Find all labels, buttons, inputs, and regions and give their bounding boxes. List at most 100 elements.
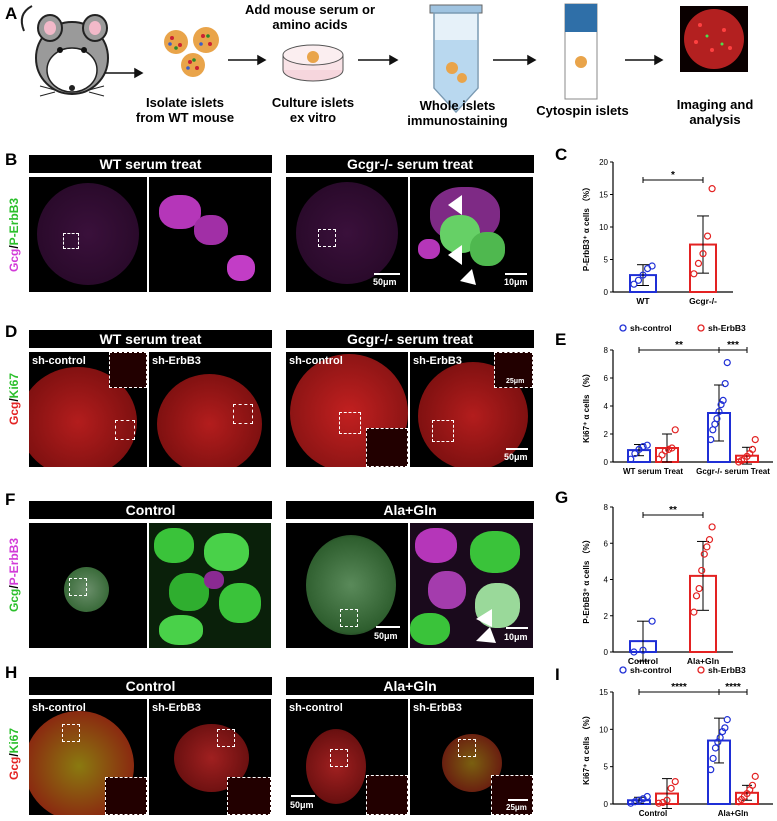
x-tick-label: Ala+Gln xyxy=(687,656,719,665)
banner-f-control: Control xyxy=(29,501,272,519)
data-point xyxy=(648,262,656,270)
micrograph-f-control-zoom xyxy=(149,523,271,648)
x-tick-label: Gcgr-/- xyxy=(689,296,717,306)
data-point xyxy=(748,445,757,453)
data-point xyxy=(708,523,716,531)
data-point xyxy=(643,792,651,801)
inset-zoom xyxy=(494,352,533,388)
data-point xyxy=(665,445,673,453)
data-point xyxy=(719,396,727,405)
y-tick-label: 6 xyxy=(604,539,609,548)
micrograph-h-control-sherbb3: sh-ErbB3 xyxy=(149,699,271,815)
zoom-box xyxy=(217,729,235,747)
banner-d-gcgr: Gcgr-/- serum treat xyxy=(286,330,534,348)
step-immunostain-label: Whole islets immunostaining xyxy=(407,98,508,128)
ylabel-row-h: Gcg/Ki67 xyxy=(7,727,21,780)
y-axis-label: P-ErbB3⁺ α cells （%） xyxy=(581,183,591,271)
data-point xyxy=(705,536,714,544)
scale-bar xyxy=(508,799,528,801)
data-point xyxy=(721,724,729,732)
zoom-box xyxy=(115,420,135,440)
data-point xyxy=(748,781,757,789)
panel-label-h: H xyxy=(5,663,18,682)
micrograph-h-alagln-shcontrol: sh-control 50μm xyxy=(286,699,408,815)
condition-label: sh-control xyxy=(289,702,343,714)
data-point xyxy=(751,772,759,780)
legend-marker xyxy=(619,324,627,332)
scale-label: 50μm xyxy=(373,277,397,287)
data-point xyxy=(723,358,731,367)
data-point xyxy=(703,543,711,551)
data-point xyxy=(703,232,712,240)
micrograph-h-control-shcontrol: sh-control xyxy=(29,699,147,815)
micrograph-b-gcgr-islet: 50μm xyxy=(286,177,408,292)
micrograph-f-alagln-islet: 50μm xyxy=(286,523,408,648)
y-axis-label: Ki67⁺ α cells （%） xyxy=(581,711,591,785)
ylabel-row-b: Gcg/P-ErbB3 xyxy=(7,197,21,272)
x-tick-label: Control xyxy=(639,809,667,818)
panel-label-f: F xyxy=(5,490,16,509)
x-tick-label: Control xyxy=(628,656,658,665)
scale-bar xyxy=(506,627,528,629)
sig-label: ** xyxy=(669,505,677,516)
data-point xyxy=(671,777,679,786)
step-cytospin-label: Cytospin islets xyxy=(536,103,629,118)
banner-b-wt: WT serum treat xyxy=(29,155,272,173)
arrowhead-icons xyxy=(476,609,496,643)
micrograph-b-wt-zoom xyxy=(149,177,271,292)
banner-h-alagln: Ala+Gln xyxy=(286,677,534,695)
step-culture-label: Culture islets ex vitro xyxy=(271,95,355,125)
condition-label: sh-ErbB3 xyxy=(152,355,201,367)
y-tick-label: 0 xyxy=(604,648,609,657)
banner-h-control: Control xyxy=(29,677,272,695)
y-tick-label: 4 xyxy=(604,576,609,585)
y-tick-label: 0 xyxy=(604,288,609,297)
x-tick-label: WT serum Treat xyxy=(623,467,683,476)
micrograph-b-wt-islet xyxy=(29,177,147,292)
scale-bar xyxy=(291,795,315,797)
scale-label: 50μm xyxy=(504,452,528,462)
legend-label: sh-control xyxy=(630,665,672,675)
data-point xyxy=(667,784,675,792)
micrograph-d-wt-shcontrol: sh-control xyxy=(29,352,147,467)
petri-dish-icon xyxy=(282,44,344,82)
panel-label-i: I xyxy=(555,665,560,684)
sig-label: **** xyxy=(725,682,741,693)
zoom-box xyxy=(330,749,348,767)
y-tick-label: 8 xyxy=(604,503,609,512)
scale-label: 10μm xyxy=(504,277,528,287)
data-point xyxy=(668,444,676,452)
sig-label: **** xyxy=(671,682,687,693)
step-isolate-label: Isolate islets from WT mouse xyxy=(135,95,235,125)
condition-label: sh-control xyxy=(289,355,343,367)
data-point xyxy=(634,276,643,284)
data-point xyxy=(643,441,651,449)
data-point xyxy=(721,379,729,388)
legend-label: sh-control xyxy=(630,323,672,333)
zoom-box xyxy=(233,404,253,424)
legend-marker xyxy=(619,666,627,674)
islets-icon xyxy=(164,27,219,77)
inset-zoom xyxy=(105,777,147,815)
data-point xyxy=(631,798,639,806)
data-point xyxy=(631,450,639,458)
micrograph-d-gcgr-sherbb3: sh-ErbB3 25μm 50μm xyxy=(410,352,533,467)
banner-f-alagln: Ala+Gln xyxy=(286,501,534,519)
slide-icon xyxy=(564,3,598,100)
data-point xyxy=(717,400,725,409)
data-point xyxy=(639,646,647,654)
data-point xyxy=(751,435,759,444)
scale-bar xyxy=(376,626,400,628)
legend-label: sh-ErbB3 xyxy=(708,323,746,333)
data-point xyxy=(711,744,720,752)
scale-bar xyxy=(505,273,527,275)
zoom-box xyxy=(62,724,80,742)
data-point xyxy=(635,796,643,804)
condition-label: sh-ErbB3 xyxy=(413,702,462,714)
data-point xyxy=(690,608,698,616)
scale-bar xyxy=(506,448,528,450)
y-tick-label: 8 xyxy=(604,346,609,355)
y-tick-label: 2 xyxy=(604,612,609,621)
condition-label: sh-ErbB3 xyxy=(152,702,201,714)
